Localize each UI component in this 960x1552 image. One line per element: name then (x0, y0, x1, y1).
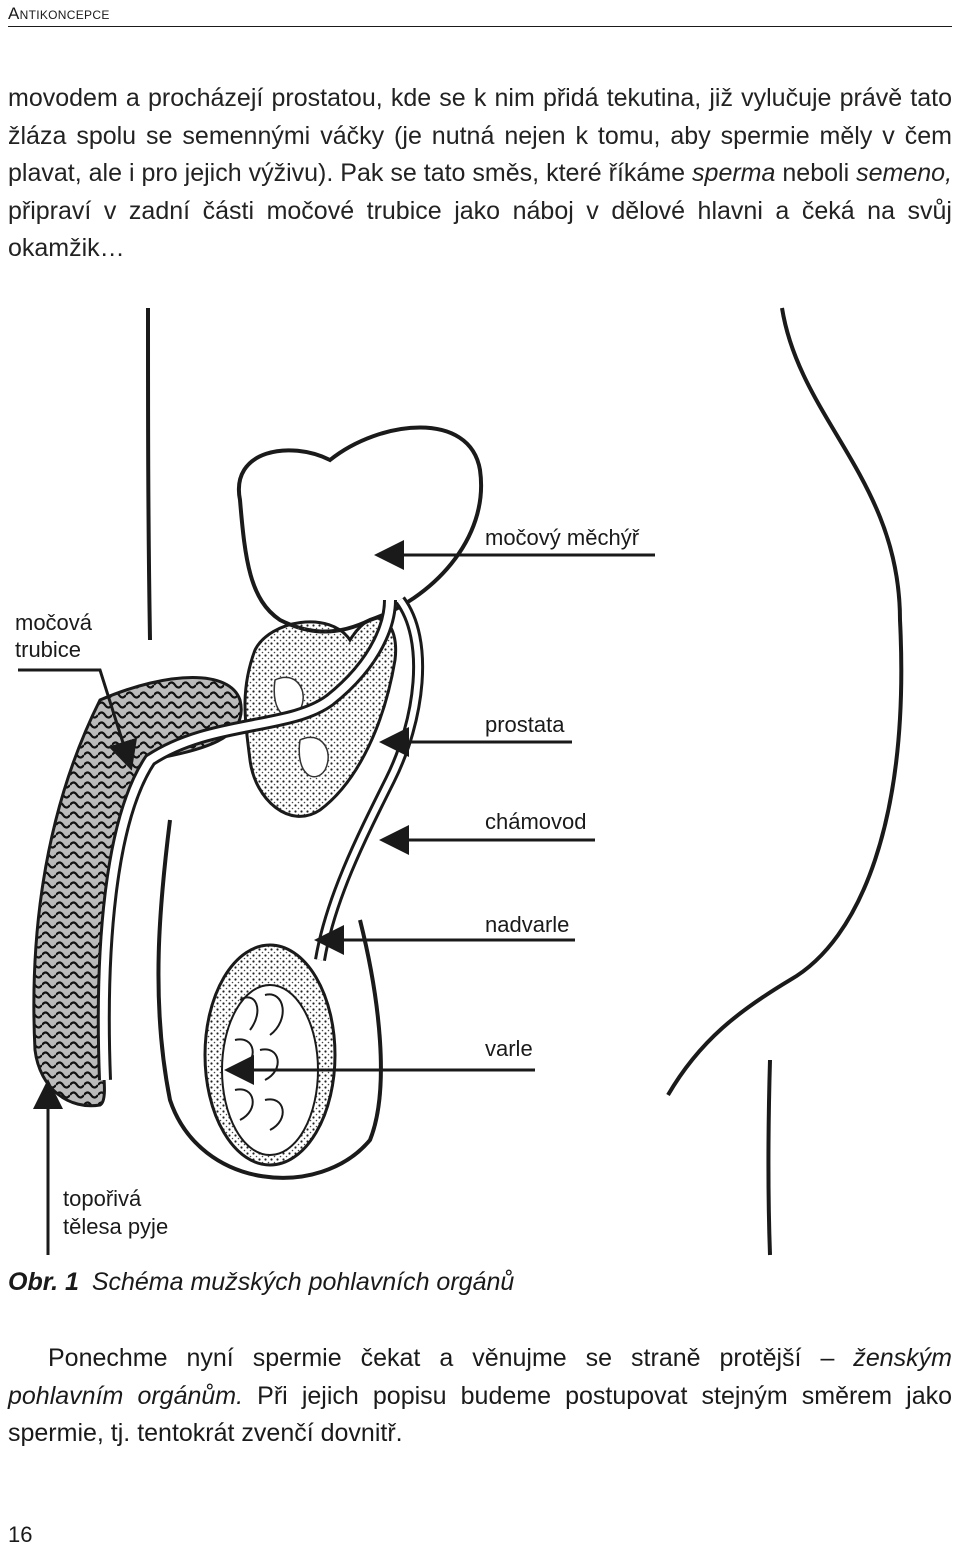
body-paragraph-1: movodem a procházejí prostatou, kde se k… (8, 80, 952, 268)
paragraph1-part3: připraví v zadní části močové trubice ja… (8, 196, 952, 263)
page-number: 16 (8, 1522, 33, 1547)
label-mocova-trubice-2: trubice (15, 637, 81, 662)
anatomy-diagram: močový měchýř močová trubice prostata ch… (15, 307, 904, 1256)
figure-caption: Obr. 1 Schéma mužských pohlavních orgánů (8, 1268, 514, 1297)
paragraph2-part2: Při jejich popisu budeme postupovat stej… (8, 1381, 952, 1448)
term-sperma: sperma (692, 159, 776, 187)
vas-deferens-lumen (317, 598, 422, 961)
paragraph2-part1: Ponechme nyní spermie čekat a věnujme se… (48, 1344, 854, 1372)
label-toporiva-2: tělesa pyje (63, 1214, 168, 1239)
label-varle: varle (485, 1036, 533, 1061)
term-zenske-organy: ženským pohlavním orgánům. (8, 1344, 952, 1410)
caption-number: Obr. 1 (8, 1268, 79, 1296)
paragraph1-part2: neboli (775, 159, 857, 187)
label-mocovy-mechyr: močový měchýř (485, 525, 640, 550)
urethra-lumen (99, 599, 394, 1081)
scrotum (156, 819, 383, 1180)
label-toporiva-1: topořivá (63, 1186, 142, 1211)
leader-urethra (18, 668, 138, 771)
abdomen-outline (666, 307, 904, 1097)
leader-lines (18, 540, 655, 1255)
back-outline (146, 307, 152, 641)
term-semeno: semeno, (856, 159, 953, 187)
thigh-outline (766, 1059, 772, 1256)
body-paragraph-2: Ponechme nyní spermie čekat a věnujme se… (8, 1340, 952, 1453)
paragraph1-part1: movodem a procházejí prostatou, kde se k… (8, 84, 952, 187)
label-nadvarle: nadvarle (485, 912, 569, 937)
label-prostata: prostata (485, 712, 565, 737)
body-outline (146, 307, 904, 1256)
bladder (236, 425, 484, 634)
running-head: Antikoncepce (8, 4, 110, 23)
anatomy-figure: močový měchýř močová trubice prostata ch… (0, 300, 960, 1265)
label-mocova-trubice-1: močová (15, 610, 93, 635)
label-chamovod: chámovod (485, 809, 587, 834)
header-rule (8, 26, 952, 27)
caption-text: Schéma mužských pohlavních orgánů (91, 1268, 515, 1296)
